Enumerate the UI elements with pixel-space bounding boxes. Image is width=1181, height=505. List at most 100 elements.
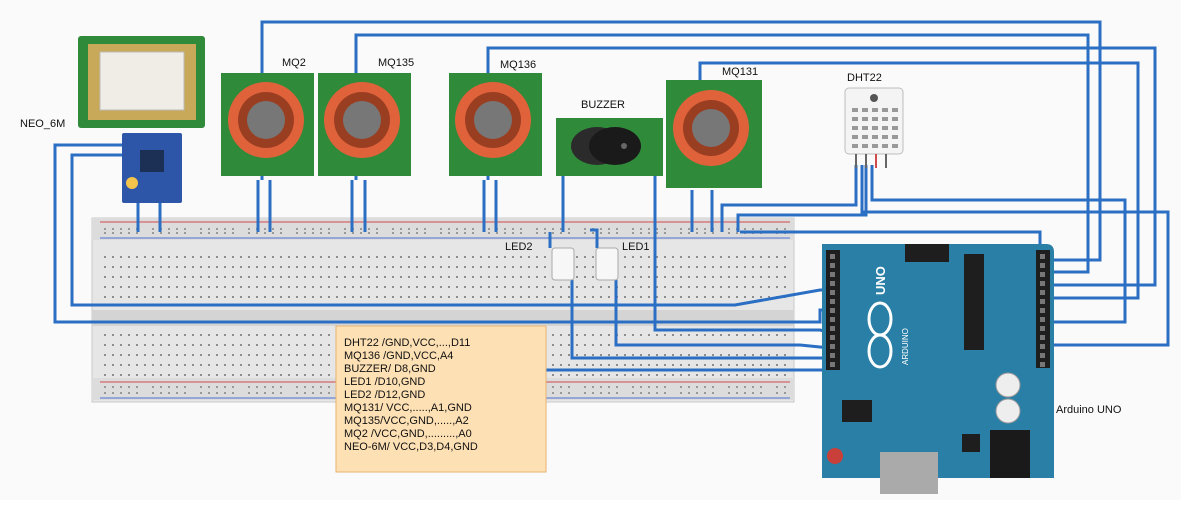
note-line: NEO-6M/ VCC,D3,D4,GND xyxy=(344,441,478,453)
hole xyxy=(472,296,474,298)
hole xyxy=(192,374,194,376)
hole xyxy=(456,232,458,234)
hole xyxy=(136,374,138,376)
hole xyxy=(384,286,386,288)
hole xyxy=(688,266,690,268)
hole xyxy=(752,374,754,376)
note-line: LED2 /D12,GND xyxy=(344,389,425,401)
hole xyxy=(168,296,170,298)
hole xyxy=(288,354,290,356)
hole xyxy=(830,263,835,268)
hole xyxy=(592,256,594,258)
hole xyxy=(760,334,762,336)
hole xyxy=(584,344,586,346)
hole xyxy=(608,286,610,288)
hole xyxy=(144,344,146,346)
hole xyxy=(288,266,290,268)
hole xyxy=(208,296,210,298)
hole xyxy=(584,296,586,298)
hole xyxy=(688,334,690,336)
hole xyxy=(120,344,122,346)
hole xyxy=(304,228,306,230)
hole xyxy=(744,386,746,388)
hole xyxy=(304,232,306,234)
hole xyxy=(600,334,602,336)
hole xyxy=(336,296,338,298)
hole xyxy=(672,334,674,336)
hole xyxy=(688,354,690,356)
hole xyxy=(360,286,362,288)
hole xyxy=(264,296,266,298)
hole xyxy=(584,392,586,394)
hole xyxy=(112,232,114,234)
hole xyxy=(400,232,402,234)
hole xyxy=(688,374,690,376)
hole xyxy=(432,256,434,258)
hole xyxy=(416,296,418,298)
hole xyxy=(184,354,186,356)
hole xyxy=(1040,254,1045,259)
hole xyxy=(472,286,474,288)
hole xyxy=(152,256,154,258)
hole xyxy=(104,256,106,258)
hole xyxy=(120,354,122,356)
hole xyxy=(760,392,762,394)
hole xyxy=(296,256,298,258)
hole xyxy=(712,232,714,234)
hole xyxy=(440,296,442,298)
hole xyxy=(176,296,178,298)
hole xyxy=(830,317,835,322)
hole xyxy=(272,228,274,230)
hole xyxy=(696,256,698,258)
hole xyxy=(600,286,602,288)
hole xyxy=(112,344,114,346)
hole xyxy=(360,296,362,298)
hole xyxy=(184,334,186,336)
hole xyxy=(328,354,330,356)
hole xyxy=(192,344,194,346)
hole xyxy=(360,276,362,278)
hole xyxy=(280,374,282,376)
hole xyxy=(744,286,746,288)
hole xyxy=(168,256,170,258)
hole xyxy=(648,296,650,298)
hole xyxy=(736,232,738,234)
hole xyxy=(696,228,698,230)
hole xyxy=(664,256,666,258)
note-line: MQ2 /VCC,GND,.........,A0 xyxy=(344,428,472,440)
hole xyxy=(664,232,666,234)
hole xyxy=(112,364,114,366)
hole xyxy=(248,286,250,288)
hole xyxy=(128,286,130,288)
hole xyxy=(830,290,835,295)
hole xyxy=(280,334,282,336)
hole xyxy=(632,374,634,376)
note-line: MQ135/VCC,GND,.....,A2 xyxy=(344,415,469,427)
hole xyxy=(320,344,322,346)
hole xyxy=(304,386,306,388)
hole xyxy=(264,344,266,346)
hole xyxy=(408,256,410,258)
hole xyxy=(176,276,178,278)
hole xyxy=(656,276,658,278)
arduino-logo-text: UNO xyxy=(873,266,888,295)
hole xyxy=(160,364,162,366)
hole xyxy=(728,228,730,230)
hole xyxy=(184,276,186,278)
hole xyxy=(104,386,106,388)
hole xyxy=(160,344,162,346)
note-line: MQ136 /GND,VCC,A4 xyxy=(344,350,453,362)
hole xyxy=(616,232,618,234)
grille-slot xyxy=(852,126,858,130)
hole xyxy=(784,256,786,258)
hole xyxy=(112,286,114,288)
hole xyxy=(256,354,258,356)
hole xyxy=(192,364,194,366)
hole xyxy=(296,232,298,234)
hole xyxy=(656,296,658,298)
hole xyxy=(704,276,706,278)
note-line: DHT22 /GND,VCC,...,D11 xyxy=(344,337,470,349)
hole xyxy=(744,334,746,336)
hole xyxy=(296,266,298,268)
